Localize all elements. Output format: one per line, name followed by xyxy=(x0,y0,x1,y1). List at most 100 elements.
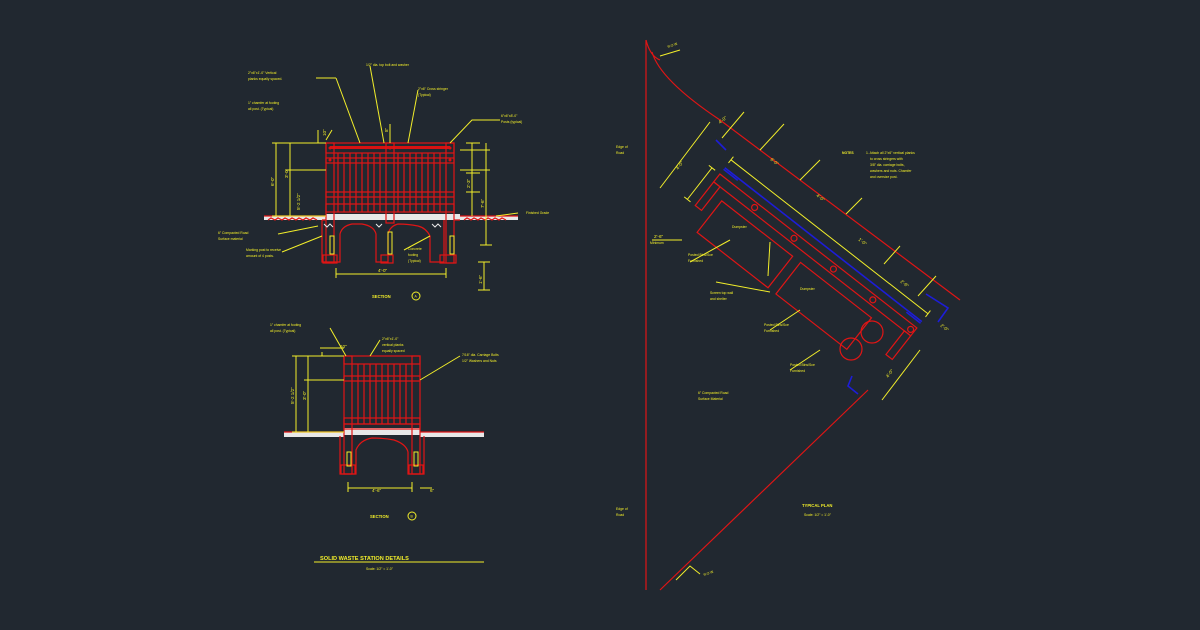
section-a-caption: SECTION xyxy=(372,294,391,299)
section-b-label-planks-3: equally spaced xyxy=(382,349,405,353)
section-b-dim-left1: 5'-2 1/2" xyxy=(290,387,295,404)
plan-title: TYPICAL PLAN xyxy=(802,503,832,508)
section-a-dim-left1: 5'-2 1/2" xyxy=(296,193,301,210)
section-a-planks xyxy=(337,153,441,212)
section-a-stringers xyxy=(325,157,455,213)
plan-notes-line-2: to cross stringers with xyxy=(870,157,903,161)
section-b-dim-bottom: 4'-6" xyxy=(372,488,382,493)
section-b-caption: SECTION xyxy=(370,514,389,519)
plan-compacted-1: 6" Compacted Road xyxy=(698,391,729,395)
section-b-dim-top: 10" xyxy=(340,344,347,349)
section-a-label-chamfer-2: all post. (Typical) xyxy=(248,107,273,111)
section-a-posts xyxy=(325,142,455,264)
plan-dim-p9: 2'-0" xyxy=(939,323,950,333)
section-a-detail: 2"x6"x1'-0" Vertical planks equally spac… xyxy=(218,63,549,301)
section-b-detail: 1" chamfer at footing all post. (Typical… xyxy=(270,323,499,521)
plan-notes-line-4: washers and nuts. Chamfer xyxy=(870,169,912,173)
plan-row-line-bottom xyxy=(659,389,869,591)
plan-edge-top-2: Road xyxy=(616,151,624,155)
section-a-label-post-1: 6"x6"x8'-0" xyxy=(501,114,518,118)
section-b-label-bolts-2: 1/2" Washers and Nuts xyxy=(462,359,497,363)
plan-notes-line-5: and oversize post. xyxy=(870,175,898,179)
section-a-dim-bottom: 4'-0" xyxy=(378,268,388,273)
plan-bin-1 xyxy=(839,337,863,361)
plan-dim-p6: 1'-0" xyxy=(857,237,868,247)
plan-dumpster-2: Dumpster xyxy=(800,287,816,291)
plan-edge-bottom-1: Edge of xyxy=(616,507,628,511)
section-a-label-cross-stringer-2: (Typical) xyxy=(418,93,431,97)
section-a-dim-top-mid: 8" xyxy=(384,127,389,132)
section-a-bolts xyxy=(328,146,452,162)
plan-owner-1a: Posted Bins/Sce xyxy=(688,253,713,257)
plan-edge-bottom-2: Road xyxy=(616,513,624,517)
section-a-dim-top: 10" xyxy=(322,129,327,136)
section-a-label-post-2: Posts (typical) xyxy=(501,120,522,124)
plan-minimum: Minimum xyxy=(650,241,664,245)
section-b-marker: B xyxy=(411,515,414,519)
plan-dim-p4: 6'-0" xyxy=(769,157,780,167)
details-title-block: SOLID WASTE STATION DETAILS Scale: 1/2" … xyxy=(314,556,484,571)
plan-screen-wall-2: and shelter xyxy=(710,297,728,301)
plan-compacted-2: Surface Material xyxy=(698,397,723,401)
plan-dumpster-2-box xyxy=(775,261,873,351)
section-b-label-bolts-1: 7/16" dia. Carriage Bolts xyxy=(462,353,499,357)
section-a-label-chamfer-1: 1" chamfer at footing xyxy=(248,101,279,105)
section-a-label-footing-2: footing xyxy=(408,253,418,257)
plan-station xyxy=(683,156,931,361)
plan-row-top: R.O.W. xyxy=(667,41,679,49)
section-b-planks xyxy=(357,364,407,424)
section-a-ground xyxy=(264,214,518,221)
section-a-label-finished-grade: Finished Grade xyxy=(526,211,549,215)
section-a-label-compacted-fill-1: 6" Compacted Road xyxy=(218,231,249,235)
section-b-dimension-lines xyxy=(292,327,461,492)
section-a-label-footing-3: (Typical) xyxy=(408,259,421,263)
plan-dim-p2: 4'-0" xyxy=(675,160,685,171)
section-b-label-planks-2: vertical planks xyxy=(382,343,404,347)
typical-plan: R.O.W. R.O.W. Edge of Road Edge of Road … xyxy=(616,39,961,591)
plan-notes-heading: NOTES xyxy=(842,151,854,155)
section-a-marker-circle xyxy=(411,291,421,301)
section-a-dim-right2: 7'-6" xyxy=(480,198,485,208)
section-a-dim-right1: 2'-3" xyxy=(466,178,471,188)
plan-owner-3b: Furnished xyxy=(790,369,805,373)
section-a-marker: A xyxy=(415,295,418,299)
plan-row-line-top xyxy=(651,51,961,301)
section-a-label-top-left-1: 2"x6"x1'-0" Vertical xyxy=(248,71,277,75)
details-title: SOLID WASTE STATION DETAILS xyxy=(320,556,409,562)
plan-dim-p8: 4'-0" xyxy=(885,368,895,379)
section-b-top-rail xyxy=(343,355,421,365)
section-a-label-marking-2: amount of 4 posts. xyxy=(246,254,274,258)
section-b-marker-circle xyxy=(407,511,417,521)
plan-dim-p7: 2'-6" xyxy=(899,279,910,289)
section-a-dim-footing: 1'-6" xyxy=(478,274,483,284)
section-a-dimension-lines xyxy=(272,65,519,291)
section-a-label-top-left-2: planks equally spaced. xyxy=(248,77,282,81)
section-b-label-planks-1: 2"x6"x1'-0" xyxy=(382,337,399,341)
plan-owner-2a: Posted Bins/Sce xyxy=(764,323,789,327)
plan-scale: Scale: 1/2" = 1'-0" xyxy=(804,513,832,517)
section-a-footings xyxy=(321,219,460,264)
plan-owner-3a: Posted Bins/Sce xyxy=(790,363,815,367)
plan-dim-p3: 4'-0" xyxy=(718,115,729,125)
section-a-dim-mid: 3'-0" xyxy=(284,168,289,178)
plan-owner-1b: Furnished xyxy=(688,259,703,263)
section-a-dim-side: 6'-0" xyxy=(270,176,275,186)
plan-dumpster-1-box xyxy=(696,200,794,289)
plan-screen-wall-1: Screen top wall xyxy=(710,291,733,295)
plan-notes-line-3: 3/8" dia. carriage bolts, xyxy=(870,163,905,167)
plan-dumpster-1: Dumpster xyxy=(732,225,748,229)
plan-owner-2b: Furnished xyxy=(764,329,779,333)
section-a-label-footing-1: Concrete xyxy=(408,247,422,251)
plan-notes-line-1: 1. Attach all 2"x6" vertical planks xyxy=(866,151,915,155)
section-b-dim-right: 6" xyxy=(430,488,435,493)
section-b-label-chamfer-1: 1" chamfer at footing xyxy=(270,323,301,327)
section-a-label-cross-stringer-1: 2"x6" Cross stringer xyxy=(418,87,449,91)
plan-row-bottom: R.O.W. xyxy=(703,569,715,577)
plan-dim-p1: 2'-6" xyxy=(654,234,664,239)
section-a-label-compacted-fill-2: Surface material xyxy=(218,237,243,241)
section-b-dim-left2: 3'-0" xyxy=(302,390,307,400)
section-a-label-marking-1: Marking post to receive xyxy=(246,248,281,252)
section-b-footings xyxy=(339,436,425,475)
details-scale: Scale: 1/2" = 1'-0" xyxy=(366,567,394,571)
section-a-label-top-center: 1/2" dia. top bolt and washer xyxy=(366,63,410,67)
